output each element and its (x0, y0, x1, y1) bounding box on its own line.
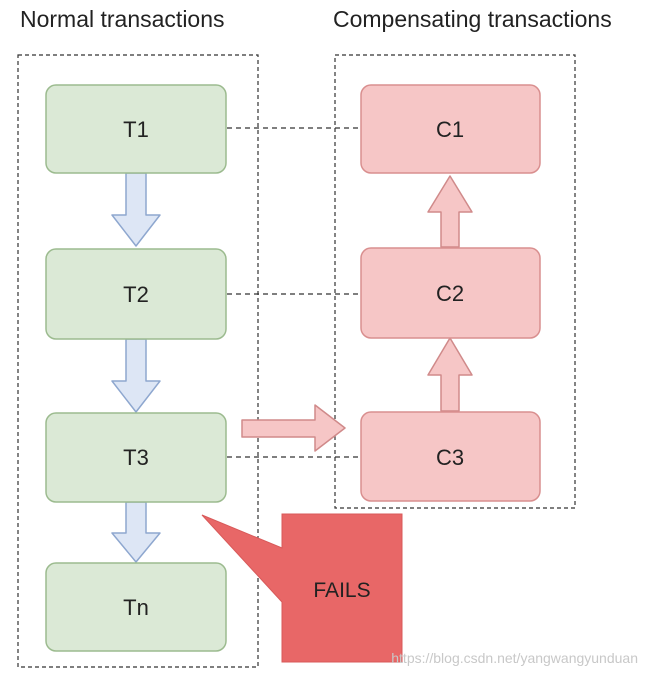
node-c1 (360, 84, 541, 174)
down-arrow-t3-tn (111, 501, 161, 563)
right-arrow-t3-c3 (241, 404, 346, 452)
up-arrow-c3-c2 (427, 337, 473, 412)
node-tn-label: Tn (123, 595, 149, 620)
node-t3-label: T3 (123, 445, 149, 470)
node-t1-label: T1 (123, 117, 149, 142)
up-arrow-c2-c1 (427, 175, 473, 248)
node-tn (45, 562, 227, 652)
node-c3-label: C3 (436, 445, 464, 470)
heading-normal-transactions: Normal transactions (20, 6, 225, 32)
node-t1 (45, 84, 227, 174)
node-t2 (45, 248, 227, 340)
down-arrow-t1-t2 (111, 172, 161, 247)
down-arrow-t2-t3 (111, 338, 161, 413)
node-c2 (360, 247, 541, 339)
node-t2-label: T2 (123, 282, 149, 307)
node-c1-label: C1 (436, 117, 464, 142)
heading-compensating-transactions: Compensating transactions (333, 6, 612, 32)
node-c3 (360, 411, 541, 502)
node-c2-label: C2 (436, 281, 464, 306)
compensating-transactions-group (334, 54, 576, 509)
node-t3 (45, 412, 227, 503)
normal-transactions-group (17, 54, 259, 668)
watermark: https://blog.csdn.net/yangwangyunduan (391, 650, 638, 666)
fails-callout-label: FAILS (313, 579, 370, 602)
fails-callout (201, 513, 403, 663)
